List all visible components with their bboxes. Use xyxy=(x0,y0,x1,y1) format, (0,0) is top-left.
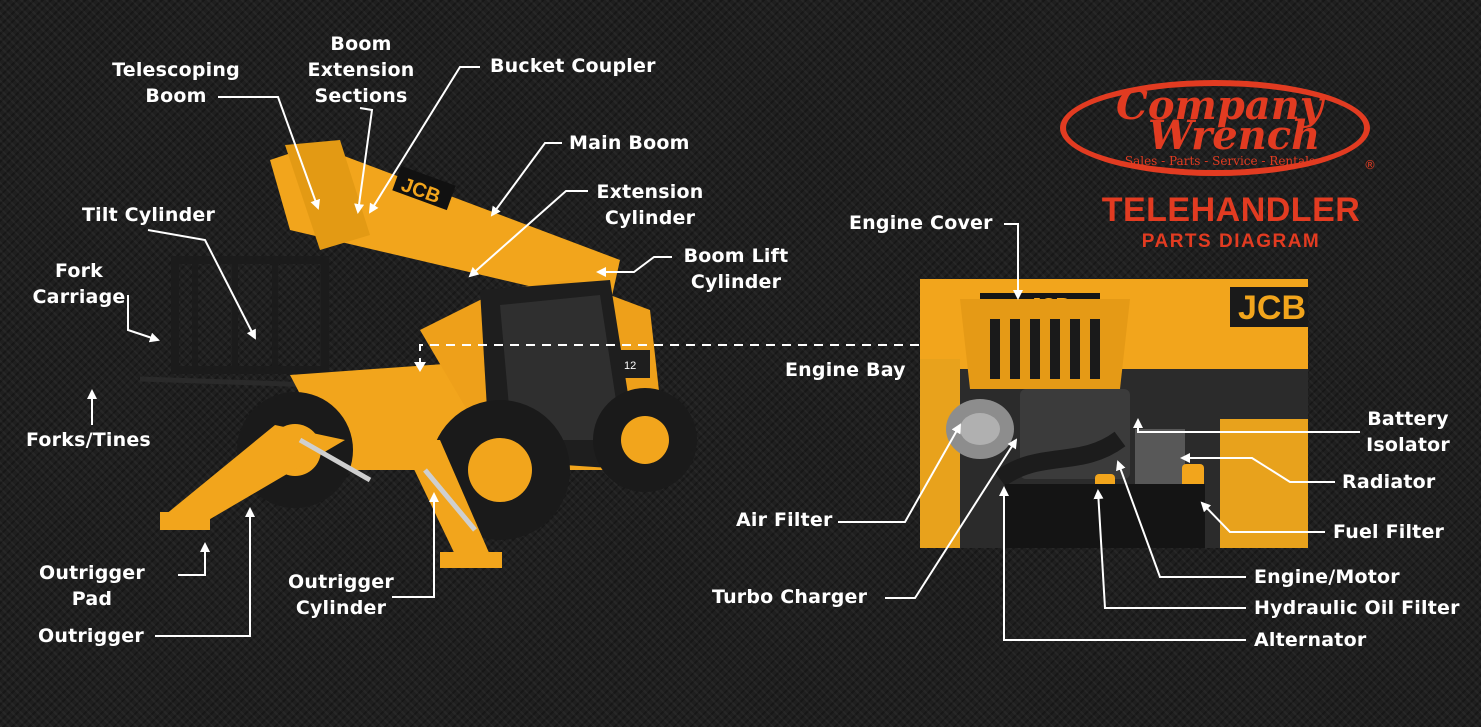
leader-telescoping-boom xyxy=(218,96,320,210)
label-outrigger-cylinder: Outrigger Cylinder xyxy=(288,571,394,619)
leader-bucket-coupler xyxy=(368,66,480,214)
label-battery-isolator: Battery Isolator xyxy=(1366,408,1450,456)
label-air-filter: Air Filter xyxy=(736,509,833,531)
leader-battery-isolator xyxy=(1133,418,1360,433)
leader-radiator xyxy=(1180,453,1335,483)
label-alternator: Alternator xyxy=(1254,629,1367,651)
diagram-subtitle: PARTS DIAGRAM xyxy=(1141,231,1321,252)
leader-engine-bay xyxy=(419,344,920,367)
label-engine-cover: Engine Cover xyxy=(849,212,993,234)
leader-outrigger xyxy=(155,507,255,637)
leader-engine-cover xyxy=(1004,223,1023,300)
logo-line-2: Wrench xyxy=(1148,112,1321,159)
leader-outrigger-pad xyxy=(178,542,210,576)
logo-registered-mark: ® xyxy=(1364,158,1376,172)
leader-extension-cylinder xyxy=(468,190,588,278)
leader-boom-extension-sections xyxy=(354,107,374,214)
leader-fork-carriage xyxy=(127,295,160,343)
label-engine-motor: Engine/Motor xyxy=(1254,566,1400,588)
label-turbo-charger: Turbo Charger xyxy=(712,586,868,608)
label-engine-bay: Engine Bay xyxy=(785,359,906,381)
label-tilt-cylinder: Tilt Cylinder xyxy=(82,204,216,226)
svg-text:12: 12 xyxy=(624,360,636,372)
company-wrench-logo: Company Wrench Sales - Parts - Service -… xyxy=(1060,80,1380,180)
label-boom-extension-sections: Boom Extension Sections xyxy=(307,33,415,107)
leader-main-boom xyxy=(490,142,562,217)
label-telescoping-boom: Telescoping Boom xyxy=(112,59,240,107)
label-extension-cylinder: Extension Cylinder xyxy=(596,181,704,229)
logo-line-1: Company xyxy=(1116,82,1324,129)
label-radiator: Radiator xyxy=(1342,471,1436,493)
label-hydraulic-oil-filter: Hydraulic Oil Filter xyxy=(1254,597,1460,619)
logo-oval xyxy=(1060,80,1370,176)
leader-hydraulic-oil-filter xyxy=(1093,489,1246,609)
leader-fuel-filter xyxy=(1200,501,1325,533)
svg-text:JCB: JCB xyxy=(1238,289,1306,327)
label-outrigger-pad: Outrigger Pad xyxy=(39,562,145,610)
label-bucket-coupler: Bucket Coupler xyxy=(490,55,656,77)
engine-bay-photo: JCB JCB xyxy=(920,279,1308,548)
label-main-boom: Main Boom xyxy=(569,132,690,154)
leader-alternator xyxy=(999,486,1246,641)
leader-boom-lift-cylinder xyxy=(596,256,672,277)
leader-outrigger-cylinder xyxy=(392,492,439,598)
label-outrigger: Outrigger xyxy=(38,625,144,647)
leader-turbo-charger xyxy=(885,438,1018,599)
leader-tilt-cylinder xyxy=(147,229,256,340)
leader-air-filter xyxy=(838,423,961,523)
logo-tagline: Sales - Parts - Service - Rentals xyxy=(1124,154,1316,168)
leader-engine-motor xyxy=(1116,460,1246,578)
label-fuel-filter: Fuel Filter xyxy=(1333,521,1445,543)
label-fork-carriage: Fork Carriage xyxy=(32,260,126,308)
telehandler-machine: JCB 12 xyxy=(140,140,697,568)
label-boom-lift-cylinder: Boom Lift Cylinder xyxy=(683,245,789,293)
diagram-title: TELEHANDLER xyxy=(1101,191,1361,229)
label-forks-tines: Forks/Tines xyxy=(26,429,151,451)
